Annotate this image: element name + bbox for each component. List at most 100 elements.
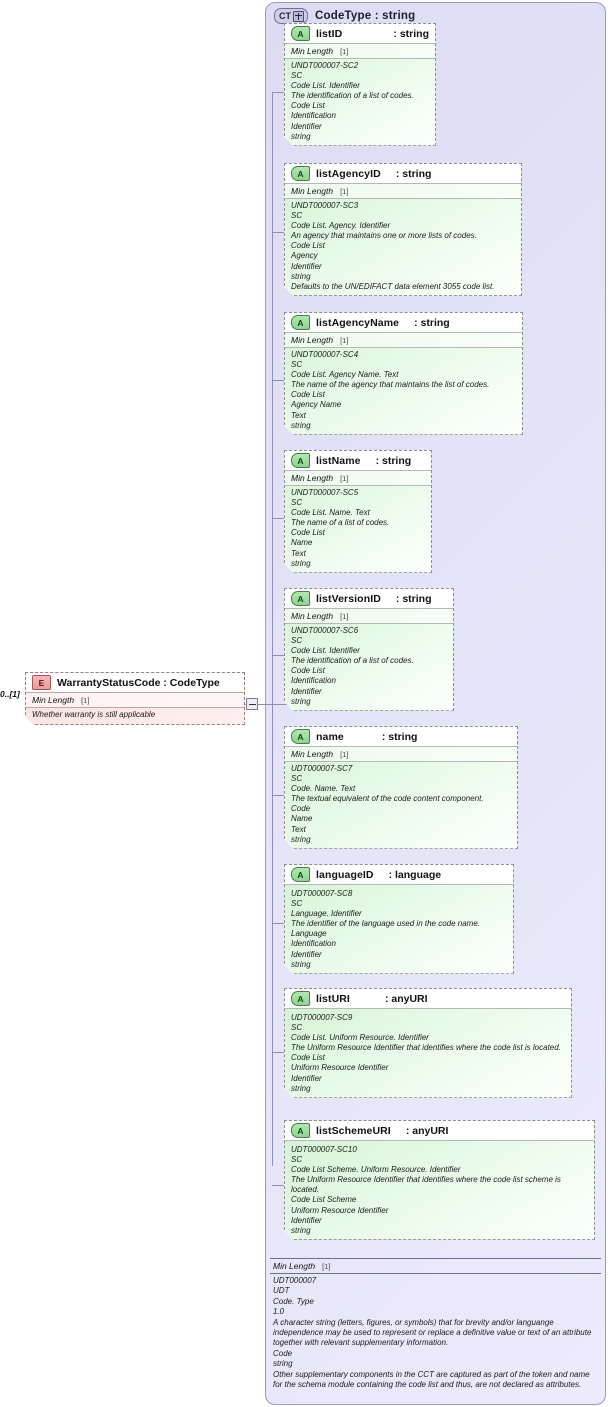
attribute-header: A listAgencyID : string — [285, 164, 521, 184]
attribute-listURI[interactable]: A listURI : anyURI UDT000007-SC9 SC Code… — [284, 988, 572, 1098]
attribute-documentation: UNDT000007-SC2 SC Code List. Identifier … — [291, 61, 414, 141]
tree-branch-line — [272, 380, 284, 381]
attribute-documentation: UDT000007-SC9 SC Code List. Uniform Reso… — [291, 1013, 561, 1093]
attribute-type: : string — [393, 27, 429, 40]
tree-branch-line — [272, 518, 284, 519]
type-documentation-text: UDT000007 UDT Code. Type 1.0 A character… — [273, 1276, 592, 1390]
element-facet-row: Min Length [1] — [26, 693, 244, 708]
attribute-facet-row: Min Length [1] — [285, 609, 453, 624]
attribute-header: A listAgencyName : string — [285, 313, 522, 333]
attribute-documentation: UDT000007-SC7 SC Code. Name. Text The te… — [291, 764, 484, 844]
attribute-type: : language — [388, 868, 442, 881]
type-facet-row: Min Length [1] — [270, 1258, 601, 1274]
tree-trunk-line — [272, 92, 273, 1166]
facet-occurrence: [1] — [340, 46, 349, 56]
facet-occurrence: [1] — [340, 186, 349, 196]
attribute-icon: A — [291, 166, 310, 181]
facet-occurrence: [1] — [340, 335, 349, 345]
facet-occurrence: [1] — [340, 749, 349, 759]
facet-label: Min Length — [273, 1261, 316, 1271]
attribute-documentation: UNDT000007-SC3 SC Code List. Agency. Ide… — [291, 201, 495, 291]
attribute-documentation: UNDT000007-SC4 SC Code List. Agency Name… — [291, 350, 490, 430]
attribute-header: A listName : string — [285, 451, 431, 471]
attribute-type: : anyURI — [384, 992, 428, 1005]
tree-branch-line — [272, 795, 284, 796]
attribute-documentation: UNDT000007-SC5 SC Code List. Name. Text … — [291, 488, 390, 568]
attribute-icon: A — [291, 1123, 310, 1138]
element-warranty-status-code[interactable]: E WarrantyStatusCode : CodeType Min Leng… — [25, 672, 245, 725]
attribute-header: A listSchemeURI : anyURI — [285, 1121, 594, 1141]
attribute-listName[interactable]: A listName : string Min Length [1] UNDT0… — [284, 450, 432, 573]
facet-occurrence: [1] — [81, 695, 90, 705]
attribute-name: listAgencyName — [316, 316, 400, 329]
attribute-documentation: UNDT000007-SC6 SC Code List. Identifier … — [291, 626, 414, 706]
attribute-name: listName — [316, 454, 361, 467]
attribute-languageID[interactable]: A languageID : language UDT000007-SC8 SC… — [284, 864, 514, 974]
element-title: WarrantyStatusCode : CodeType — [57, 676, 220, 689]
attribute-icon: A — [291, 991, 310, 1006]
element-icon: E — [32, 675, 51, 690]
attribute-type: : string — [414, 316, 450, 329]
attribute-facet-row: Min Length [1] — [285, 44, 435, 59]
facet-label: Min Length — [291, 473, 334, 483]
tree-branch-line — [272, 92, 284, 93]
attribute-documentation: UDT000007-SC8 SC Language. Identifier Th… — [291, 889, 481, 969]
attribute-name: listSchemeURI — [316, 1124, 391, 1137]
tree-branch-line — [272, 1052, 284, 1053]
tree-branch-line — [272, 1185, 284, 1186]
attribute-icon: A — [291, 867, 310, 882]
attribute-type: : string — [375, 454, 412, 467]
facet-occurrence: [1] — [340, 473, 349, 483]
facet-label: Min Length — [291, 749, 334, 759]
complex-type-icon-label: CT — [279, 10, 291, 21]
attribute-type: : string — [395, 167, 432, 180]
complex-type-icon[interactable]: CT — [274, 8, 308, 24]
attribute-icon: A — [291, 591, 310, 606]
expand-plus-icon[interactable] — [293, 10, 304, 22]
occurrence-indicator: 0..[1] — [0, 689, 20, 699]
tree-branch-line — [272, 232, 284, 233]
attribute-name: listURI — [316, 992, 350, 1005]
attribute-header: A languageID : language — [285, 865, 513, 885]
collapse-toggle-button[interactable] — [246, 698, 258, 710]
attribute-name: listAgencyID — [316, 167, 381, 180]
attribute-name: languageID — [316, 868, 374, 881]
attribute-name[interactable]: A name : string Min Length [1] UDT000007… — [284, 726, 518, 849]
facet-label: Min Length — [291, 611, 334, 621]
attribute-header: A name : string — [285, 727, 517, 747]
element-documentation: Whether warranty is still applicable — [32, 710, 156, 719]
complex-type-header: CT CodeType : string — [274, 8, 415, 24]
attribute-header: A listID : string — [285, 24, 435, 44]
attribute-facet-row: Min Length [1] — [285, 471, 431, 486]
attribute-facet-row: Min Length [1] — [285, 333, 522, 348]
attribute-listAgencyName[interactable]: A listAgencyName : string Min Length [1]… — [284, 312, 523, 435]
attribute-type: : anyURI — [405, 1124, 449, 1137]
attribute-header: A listURI : anyURI — [285, 989, 571, 1009]
attribute-name: listID — [316, 27, 343, 40]
attribute-name: listVersionID — [316, 592, 381, 605]
attribute-facet-row: Min Length [1] — [285, 184, 521, 199]
attribute-listSchemeURI[interactable]: A listSchemeURI : anyURI UDT000007-SC10 … — [284, 1120, 595, 1240]
type-documentation-block: Min Length [1] UDT000007 UDT Code. Type … — [270, 1258, 601, 1390]
facet-occurrence: [1] — [322, 1261, 331, 1271]
attribute-icon: A — [291, 315, 310, 330]
attribute-header: A listVersionID : string — [285, 589, 453, 609]
attribute-documentation: UDT000007-SC10 SC Code List Scheme. Unif… — [291, 1145, 561, 1235]
facet-label: Min Length — [32, 695, 75, 705]
facet-occurrence: [1] — [340, 611, 349, 621]
complex-type-title: CodeType : string — [315, 10, 416, 22]
attribute-listAgencyID[interactable]: A listAgencyID : string Min Length [1] U… — [284, 163, 522, 296]
attribute-type: : string — [381, 730, 418, 743]
facet-label: Min Length — [291, 335, 334, 345]
attribute-icon: A — [291, 453, 310, 468]
attribute-icon: A — [291, 26, 310, 41]
attribute-listID[interactable]: A listID : string Min Length [1] UNDT000… — [284, 23, 436, 146]
attribute-icon: A — [291, 729, 310, 744]
facet-label: Min Length — [291, 46, 334, 56]
tree-branch-line — [272, 923, 284, 924]
element-header: E WarrantyStatusCode : CodeType — [26, 673, 244, 693]
attribute-listVersionID[interactable]: A listVersionID : string Min Length [1] … — [284, 588, 454, 711]
attribute-facet-row: Min Length [1] — [285, 747, 517, 762]
attribute-type: : string — [395, 592, 432, 605]
